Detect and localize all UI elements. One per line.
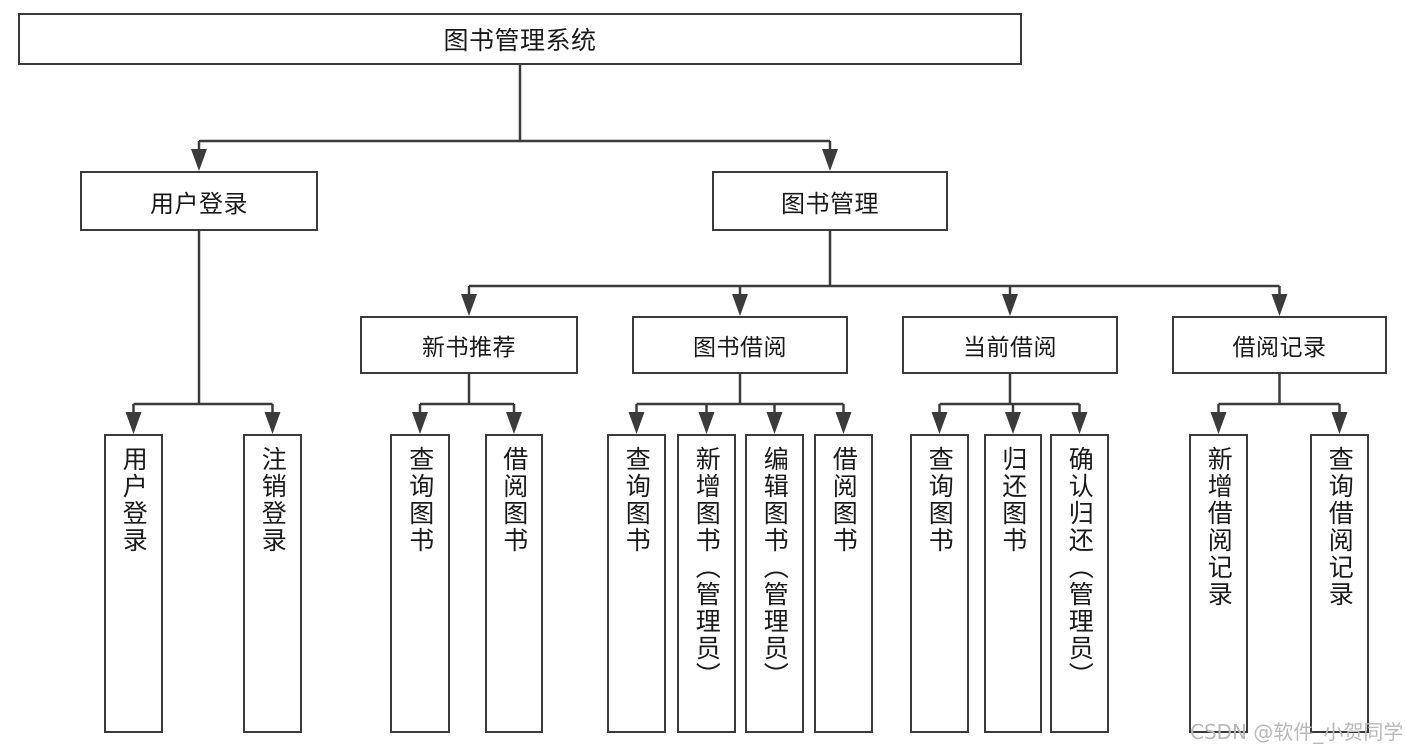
node-label-leaf-borrow-1: 借阅图书: [499, 446, 529, 554]
arrowhead-icon-leaf-query-log: [1331, 412, 1348, 434]
node-label-leaf-add-log: 新增借阅记录: [1204, 446, 1234, 608]
node-label-leaf-user-login: 用户登录: [119, 446, 149, 554]
arrowhead-icon-new-book-rec: [461, 294, 477, 316]
node-leaf-confirm-ret[interactable]: 确认归还（管理员）: [1050, 434, 1109, 733]
arrowhead-icon-leaf-edit-book: [766, 412, 783, 434]
node-label-leaf-q-book-3: 查询图书: [925, 446, 955, 554]
node-label-user-login: 用户登录: [150, 189, 248, 218]
arrowhead-icon-cur-borrow: [1002, 294, 1018, 316]
arrowhead-icon-leaf-q-book-3: [931, 412, 948, 434]
arrowhead-icon-leaf-return: [1005, 412, 1021, 434]
arrowhead-icon-user-login: [191, 149, 207, 171]
node-label-leaf-q-book-1: 查询图书: [405, 446, 435, 554]
arrowhead-icon-leaf-borrow-2: [835, 412, 852, 434]
arrowhead-icon-leaf-add-log: [1210, 412, 1227, 434]
node-label-leaf-return: 归还图书: [998, 446, 1028, 554]
node-label-book-manage: 图书管理: [781, 189, 879, 218]
node-label-borrow-log: 借阅记录: [1232, 335, 1327, 361]
arrowhead-icon-leaf-q-book-2: [628, 412, 645, 434]
node-label-book-borrow: 图书借阅: [693, 335, 787, 361]
watermark: CSDN @软件_小贺同学: [1190, 720, 1404, 744]
node-book-borrow[interactable]: 图书借阅: [632, 316, 848, 374]
arrowhead-icon-leaf-add-book: [698, 412, 715, 434]
node-leaf-q-book-3[interactable]: 查询图书: [910, 434, 969, 733]
arrowhead-icon-leaf-borrow-1: [506, 412, 522, 434]
node-label-new-book-rec: 新书推荐: [422, 335, 516, 361]
node-label-root: 图书管理系统: [443, 26, 597, 55]
node-leaf-q-book-1[interactable]: 查询图书: [390, 434, 450, 733]
node-book-manage[interactable]: 图书管理: [712, 171, 948, 231]
node-label-cur-borrow: 当前借阅: [963, 335, 1057, 361]
arrowhead-icon-borrow-log: [1271, 294, 1288, 316]
node-label-leaf-query-log: 查询借阅记录: [1325, 446, 1355, 608]
node-root[interactable]: 图书管理系统: [18, 13, 1022, 65]
node-leaf-edit-book[interactable]: 编辑图书（管理员）: [745, 434, 804, 733]
node-leaf-user-login[interactable]: 用户登录: [104, 434, 163, 733]
node-leaf-return[interactable]: 归还图书: [984, 434, 1042, 733]
arrowhead-icon-book-borrow: [732, 294, 748, 316]
arrowhead-icon-leaf-user-login: [125, 412, 142, 434]
arrowhead-icon-leaf-confirm-ret: [1071, 412, 1088, 434]
node-label-leaf-add-book: 新增图书（管理员）: [692, 446, 722, 689]
node-label-leaf-q-book-2: 查询图书: [622, 446, 652, 554]
node-leaf-query-log[interactable]: 查询借阅记录: [1310, 434, 1369, 733]
node-borrow-log[interactable]: 借阅记录: [1172, 316, 1387, 374]
node-leaf-borrow-2[interactable]: 借阅图书: [814, 434, 873, 733]
arrowhead-icon-book-manage: [822, 149, 838, 171]
node-cur-borrow[interactable]: 当前借阅: [902, 316, 1118, 374]
node-leaf-q-book-2[interactable]: 查询图书: [607, 434, 666, 733]
node-leaf-add-log[interactable]: 新增借阅记录: [1189, 434, 1248, 733]
node-label-leaf-logout: 注销登录: [258, 446, 288, 554]
node-leaf-add-book[interactable]: 新增图书（管理员）: [677, 434, 736, 733]
node-label-leaf-confirm-ret: 确认归还（管理员）: [1065, 446, 1095, 689]
node-label-leaf-edit-book: 编辑图书（管理员）: [760, 446, 790, 689]
node-label-leaf-borrow-2: 借阅图书: [829, 446, 859, 554]
arrowhead-icon-leaf-logout: [264, 412, 281, 434]
node-new-book-rec[interactable]: 新书推荐: [360, 316, 578, 374]
arrowhead-icon-leaf-q-book-1: [412, 412, 428, 434]
node-user-login[interactable]: 用户登录: [80, 171, 318, 231]
node-leaf-borrow-1[interactable]: 借阅图书: [485, 434, 543, 733]
node-leaf-logout[interactable]: 注销登录: [243, 434, 302, 733]
